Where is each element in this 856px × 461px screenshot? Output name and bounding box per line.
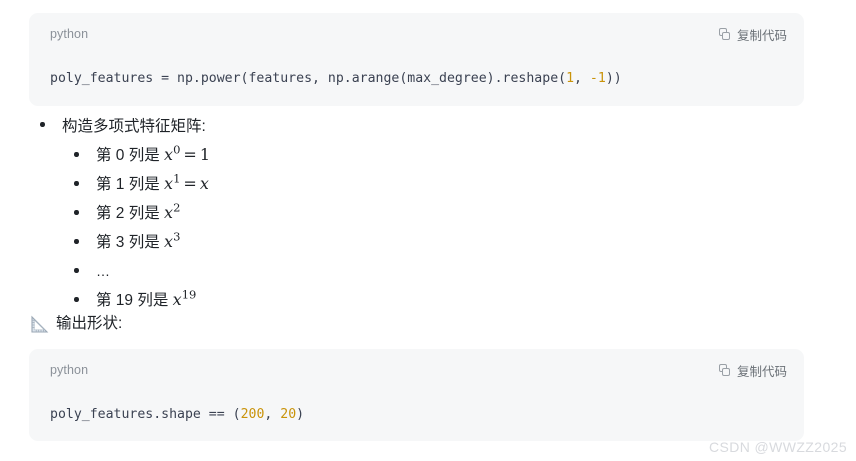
code-block-2-header: python 复制代码 [29,349,804,387]
code-language-label: python [50,27,89,41]
code-block-1-header: python 复制代码 [29,13,804,51]
list-item: 第 0 列是 x0=1 [74,141,730,170]
math-expression: x1=x [164,171,209,193]
code-block-2: python 复制代码 poly_features.shape == (200,… [29,349,804,441]
list-item-prefix: 第 3 列是 [96,234,165,251]
list-item-label: 第 1 列是 x1=x [96,170,730,199]
code-language-label: python [50,363,89,377]
list-item-prefix: 第 19 列是 [96,292,173,309]
code-block-2-content[interactable]: poly_features.shape == (200, 20) [29,387,804,425]
bullet-dot-icon [74,210,79,215]
bullet-dot-icon [74,268,79,273]
list-item-label: 第 0 列是 x0=1 [96,141,730,170]
code-token-number: 200 [240,407,265,422]
list-item-label: 构造多项式特征矩阵: [62,118,206,135]
bullet-dot-icon [74,239,79,244]
code-token-number: 20 [280,407,297,422]
list-item-prefix: 第 0 列是 [96,147,165,164]
bullet-dot-icon [40,122,45,127]
math-expression: x19 [172,287,197,309]
copy-code-label: 复制代码 [736,365,787,379]
list-item-prefix: 第 1 列是 [96,176,165,193]
copy-code-button-1[interactable]: 复制代码 [718,25,787,44]
feature-matrix-list: 构造多项式特征矩阵: 第 0 列是 x0=1 第 1 列是 x1=x 第 2 列… [30,113,730,315]
code-token: , [574,71,590,86]
code-token: poly_features = np.power(features, np.ar… [50,71,567,86]
list-item: 第 2 列是 x2 [74,199,730,228]
ellipsis-text: … [96,263,111,279]
list-item: 第 1 列是 x1=x [74,170,730,199]
list-item: 第 3 列是 x3 [74,228,730,257]
copy-icon [718,364,732,377]
list-item-label: 第 3 列是 x3 [96,228,730,257]
list-item: 第 19 列是 x19 [74,286,730,315]
copy-code-button-2[interactable]: 复制代码 [718,361,787,380]
code-token: )) [605,71,622,86]
list-item-label: 第 2 列是 x2 [96,199,730,228]
code-token: poly_features.shape == ( [50,407,241,422]
feature-matrix-sublist: 第 0 列是 x0=1 第 1 列是 x1=x 第 2 列是 x2 第 3 列是… [74,141,730,315]
csdn-watermark: CSDN @WWZZ2025 [708,439,847,455]
math-expression: x2 [164,200,181,222]
list-item-top: 构造多项式特征矩阵: [30,113,730,141]
math-expression: x3 [164,229,181,251]
list-item-ellipsis: … [74,257,730,286]
code-block-1-content[interactable]: poly_features = np.power(features, np.ar… [29,51,804,89]
code-token: ) [296,407,305,422]
code-token-number: 1 [566,71,575,86]
code-block-1: python 复制代码 poly_features = np.power(fea… [29,13,804,106]
list-item-label: … [96,257,730,286]
copy-icon [718,28,732,41]
code-token: , [264,407,281,422]
list-item-prefix: 第 2 列是 [96,205,165,222]
output-shape-label: 输出形状: [56,315,123,332]
bullet-dot-icon [74,181,79,186]
triangular-ruler-icon [30,315,49,334]
output-shape-heading: 输出形状: [30,313,122,335]
math-expression: x0=1 [164,142,210,164]
bullet-dot-icon [74,152,79,157]
code-token-number: -1 [589,71,606,86]
bullet-dot-icon [74,297,79,302]
list-item-label: 第 19 列是 x19 [96,286,730,315]
copy-code-label: 复制代码 [736,29,787,43]
